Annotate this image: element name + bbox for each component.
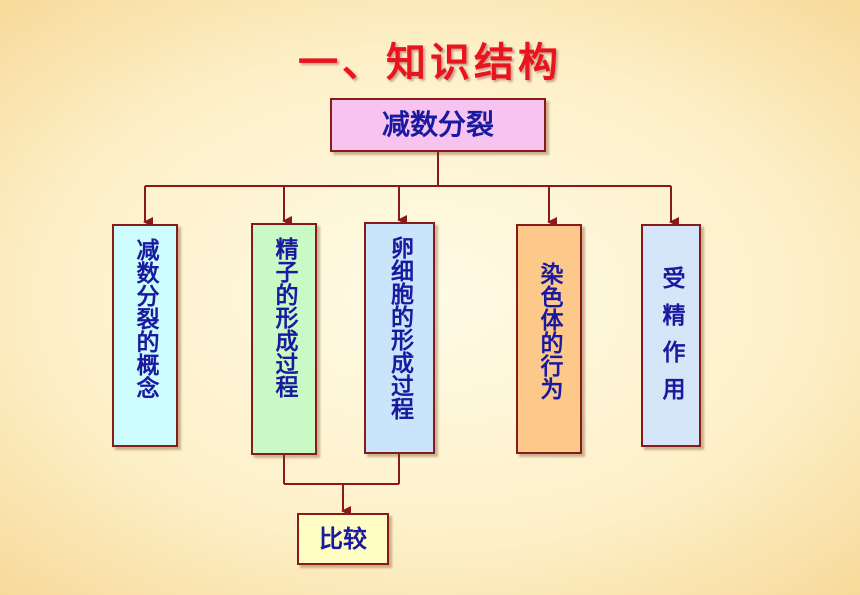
branch-sperm-formation: 精子的形成过程: [251, 223, 317, 455]
branch-fertilization: 受精作用: [641, 224, 701, 447]
page-title: 一、知识结构: [298, 40, 562, 86]
branch-chromosome-behavior: 染色体的行为: [516, 224, 582, 454]
branch-egg-formation: 卵细胞的形成过程: [364, 222, 435, 454]
branch-meiosis-concept: 减数分裂的概念: [112, 224, 178, 447]
root-node: 减数分裂: [330, 98, 546, 152]
compare-node: 比较: [297, 513, 389, 565]
